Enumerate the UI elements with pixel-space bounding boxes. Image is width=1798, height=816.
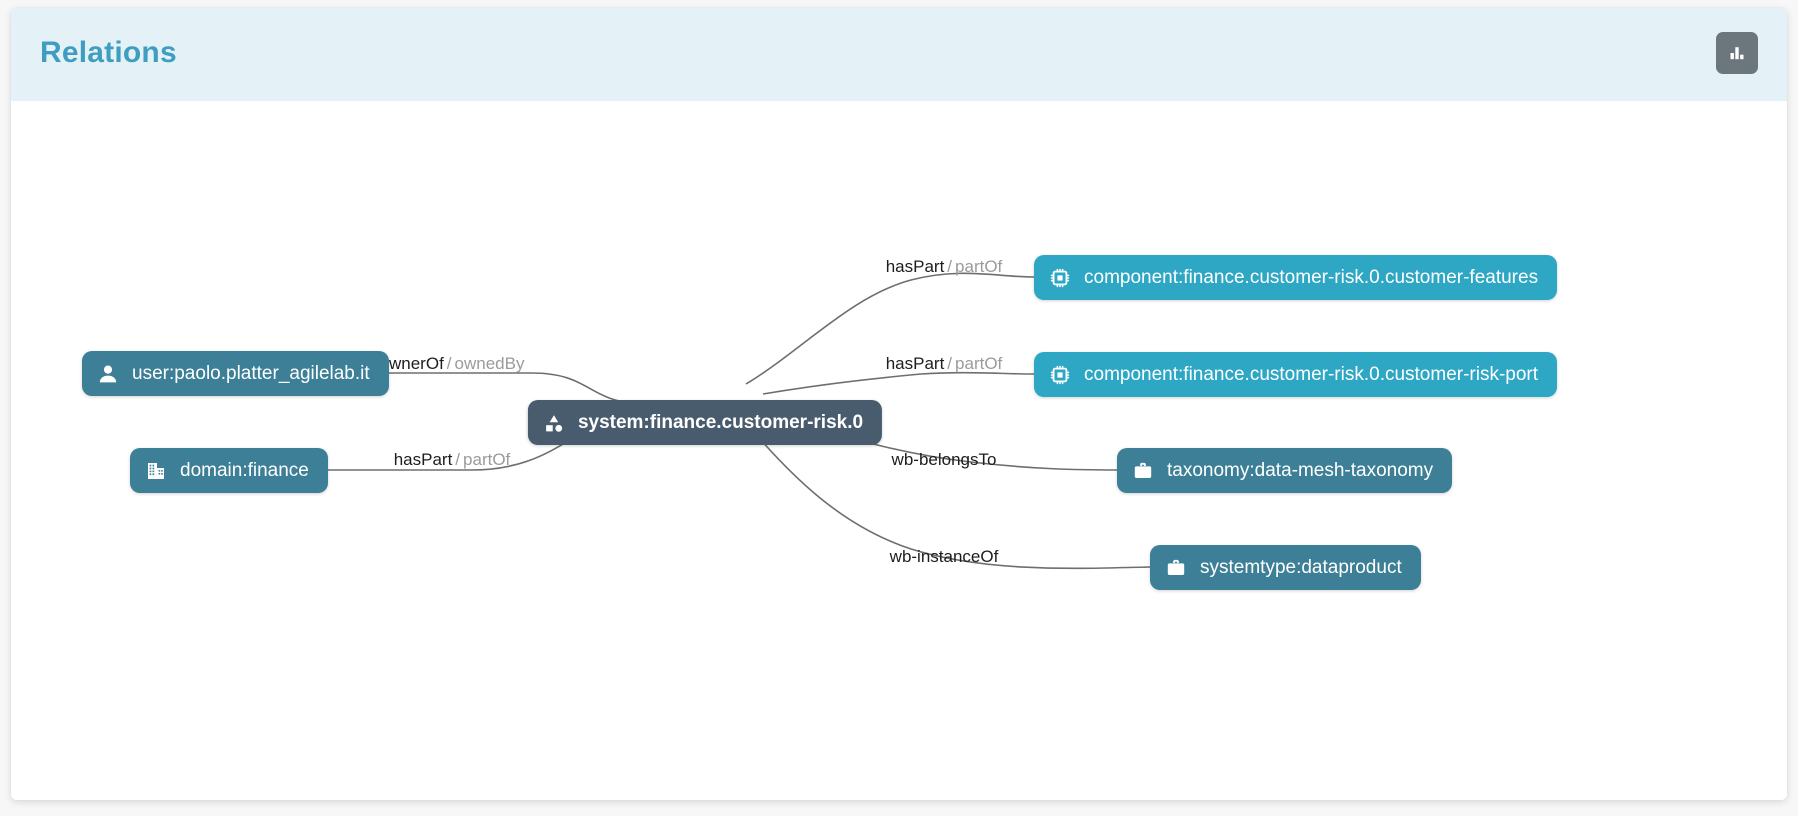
edge-label-separator: / [947,354,953,373]
edge-label: ownerOf/ownedBy [380,354,525,374]
edge-label: hasPart/partOf [394,450,511,470]
edge-label-forward: hasPart [885,354,945,373]
shapes-icon [543,412,565,434]
edge-label-inverse: partOf [955,257,1003,276]
edge-label: hasPart/partOf [886,257,1003,277]
graph-node-label: taxonomy:data-mesh-taxonomy [1167,460,1434,481]
graph-node-label: system:finance.customer-risk.0 [577,412,864,433]
graph-node-label: systemtype:dataproduct [1200,557,1402,578]
graph-edge [745,272,1035,385]
graph-node-component-features[interactable]: component:finance.customer-risk.0.custom… [1034,255,1558,300]
briefcase-icon [1132,460,1154,482]
edge-label-separator: / [455,450,461,469]
graph-node-taxonomy[interactable]: taxonomy:data-mesh-taxonomy [1117,448,1453,493]
panel-header: Relations [11,8,1787,101]
edge-label-forward: wb-instanceOf [889,547,999,566]
graph-node-label: component:finance.customer-risk.0.custom… [1084,364,1539,385]
briefcase-icon [1165,557,1187,579]
graph-node-system[interactable]: system:finance.customer-risk.0 [527,400,883,445]
edge-label: wb-instanceOf [890,547,999,567]
edge-label-inverse: partOf [463,450,511,469]
building-icon [145,460,167,482]
edge-label-inverse: partOf [955,354,1003,373]
cpu-chip-icon [1049,364,1071,386]
edge-label-forward: ownerOf [379,354,444,373]
chart-toggle-button[interactable] [1716,32,1758,74]
person-icon [97,363,119,385]
edge-label: hasPart/partOf [886,354,1003,374]
graph-edge [762,371,1035,395]
page-title: Relations [40,36,177,69]
graph-node-domain[interactable]: domain:finance [130,448,328,493]
edge-label: wb-belongsTo [892,450,997,470]
cpu-chip-icon [1049,267,1071,289]
edge-label-inverse: ownedBy [454,354,525,373]
edge-label-forward: hasPart [885,257,945,276]
graph-node-label: component:finance.customer-risk.0.custom… [1084,267,1539,288]
graph-node-systemtype[interactable]: systemtype:dataproduct [1150,545,1421,590]
edge-label-separator: / [947,257,953,276]
graph-node-label: domain:finance [180,460,309,481]
bar-chart-icon [1727,43,1747,63]
edge-label-separator: / [446,354,452,373]
graph-node-user[interactable]: user:paolo.platter_agilelab.it [82,351,389,396]
edge-label-forward: wb-belongsTo [891,450,997,469]
edge-label-forward: hasPart [393,450,453,469]
graph-node-label: user:paolo.platter_agilelab.it [132,363,370,384]
graph-node-component-risk-port[interactable]: component:finance.customer-risk.0.custom… [1034,352,1558,397]
